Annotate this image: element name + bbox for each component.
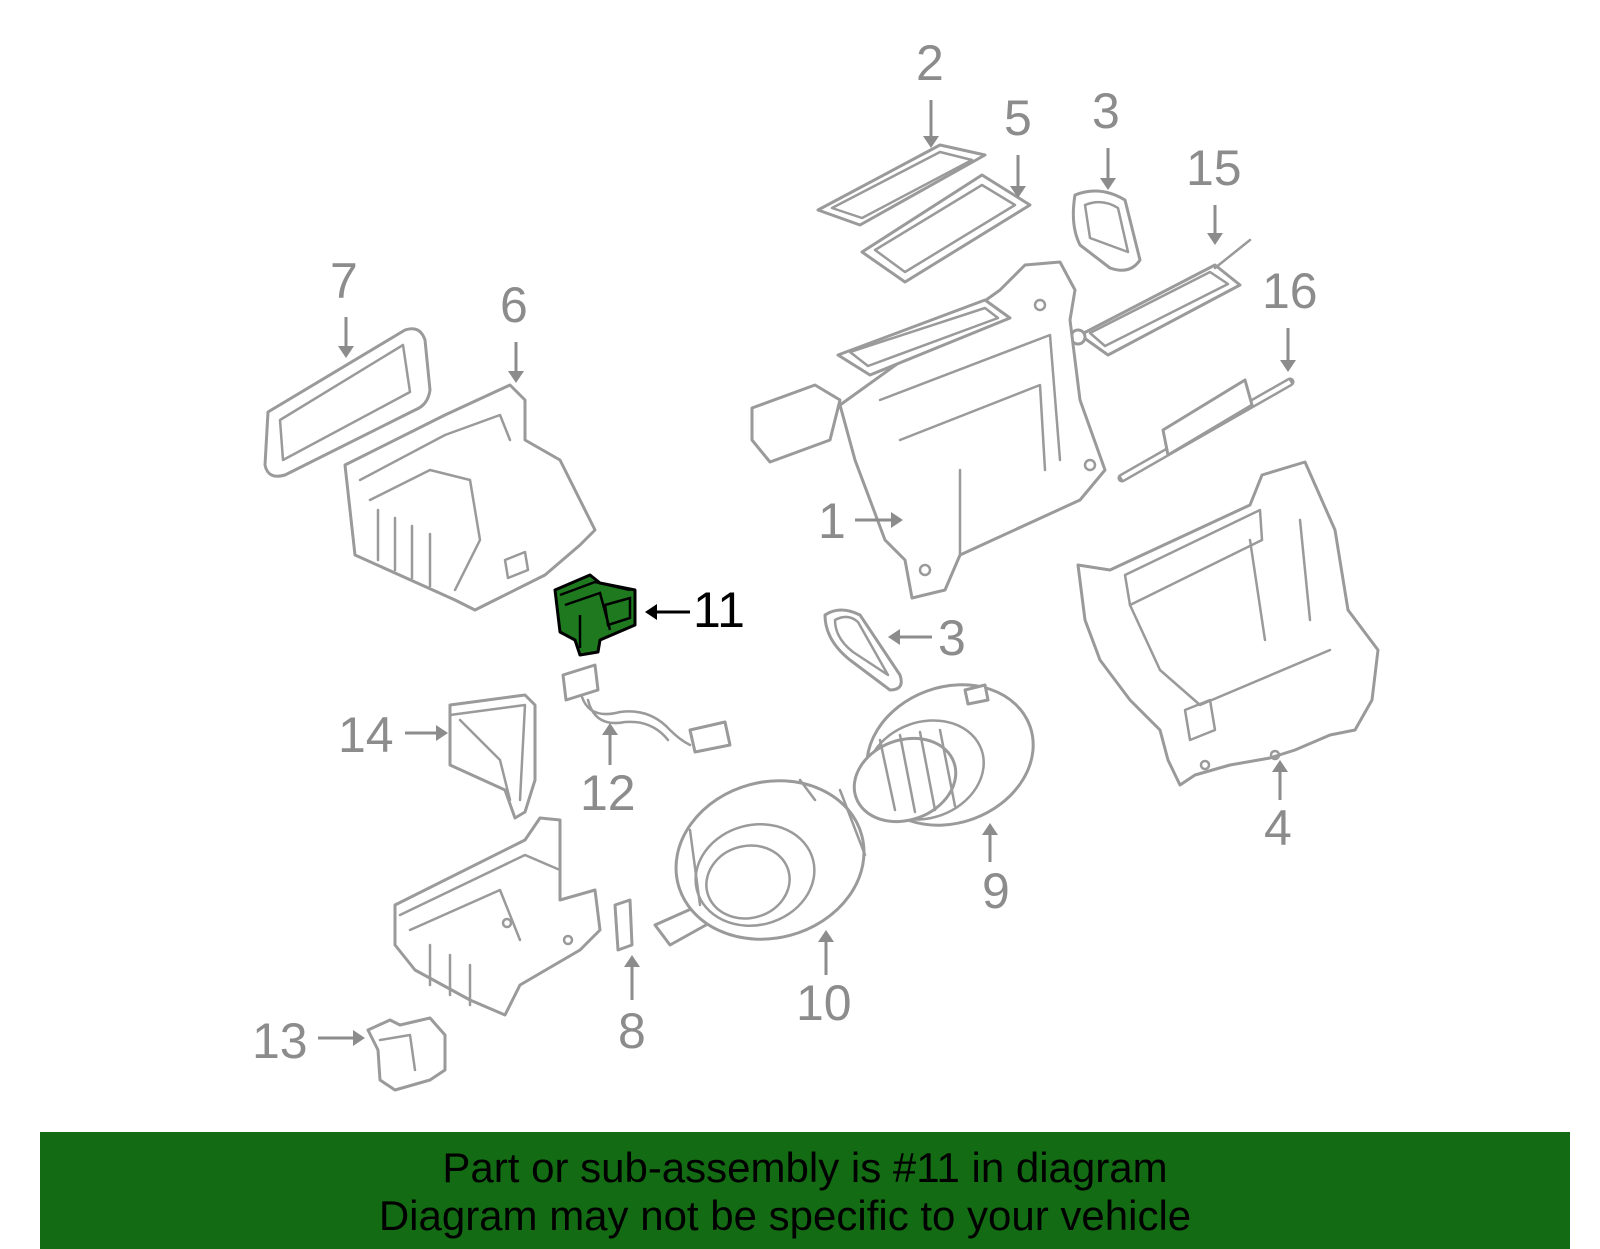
callout-11: 11 (693, 582, 745, 638)
callout-13: 13 (252, 1013, 308, 1069)
callout-16: 16 (1262, 263, 1318, 319)
part-7-gasket (263, 327, 432, 478)
part-2-filter (816, 143, 987, 227)
callout-15: 15 (1186, 140, 1242, 196)
callout-6: 6 (500, 277, 528, 333)
part-6-blower-case (343, 383, 597, 612)
part-16-sensor-rod (1117, 377, 1295, 483)
part-14-duct (448, 693, 537, 820)
part-11-blower-resistor (553, 573, 637, 657)
callout-7: 7 (330, 253, 358, 309)
callout-8: 8 (618, 1003, 646, 1059)
callout-2: 2 (916, 35, 944, 91)
part-10-blower-housing (653, 778, 867, 947)
callout-labels: 2 5 3 15 16 7 6 1 11 3 14 12 4 9 10 8 13 (252, 35, 1318, 1069)
part-5-filter (860, 173, 1032, 284)
callout-1: 1 (818, 493, 846, 549)
part-9-blower-wheel (852, 683, 1035, 827)
part-13-bracket (366, 1016, 447, 1092)
banner-line-1: Part or sub-assembly is #11 in diagram (442, 1144, 1168, 1191)
leader-arrows (318, 100, 1296, 1046)
callout-4: 4 (1264, 800, 1292, 856)
part-8-lower-case (393, 816, 634, 1017)
callout-10: 10 (796, 975, 852, 1031)
callout-9: 9 (982, 863, 1010, 919)
callout-3-lower: 3 (938, 610, 966, 666)
part-3-gasket-top (1071, 189, 1142, 272)
banner-line-2: Diagram may not be specific to your vehi… (378, 1192, 1192, 1239)
part-4-lower-housing (1076, 460, 1380, 787)
part-3-gasket-lower (823, 608, 903, 692)
part-15-heater-core (1069, 238, 1252, 357)
callout-12: 12 (580, 765, 636, 821)
part-12-wiring-harness (561, 663, 732, 754)
callout-5: 5 (1004, 90, 1032, 146)
info-banner: Part or sub-assembly is #11 in diagram D… (40, 1132, 1570, 1249)
part-1-housing (750, 260, 1107, 600)
callout-14: 14 (338, 707, 394, 763)
callout-3-top: 3 (1092, 83, 1120, 139)
